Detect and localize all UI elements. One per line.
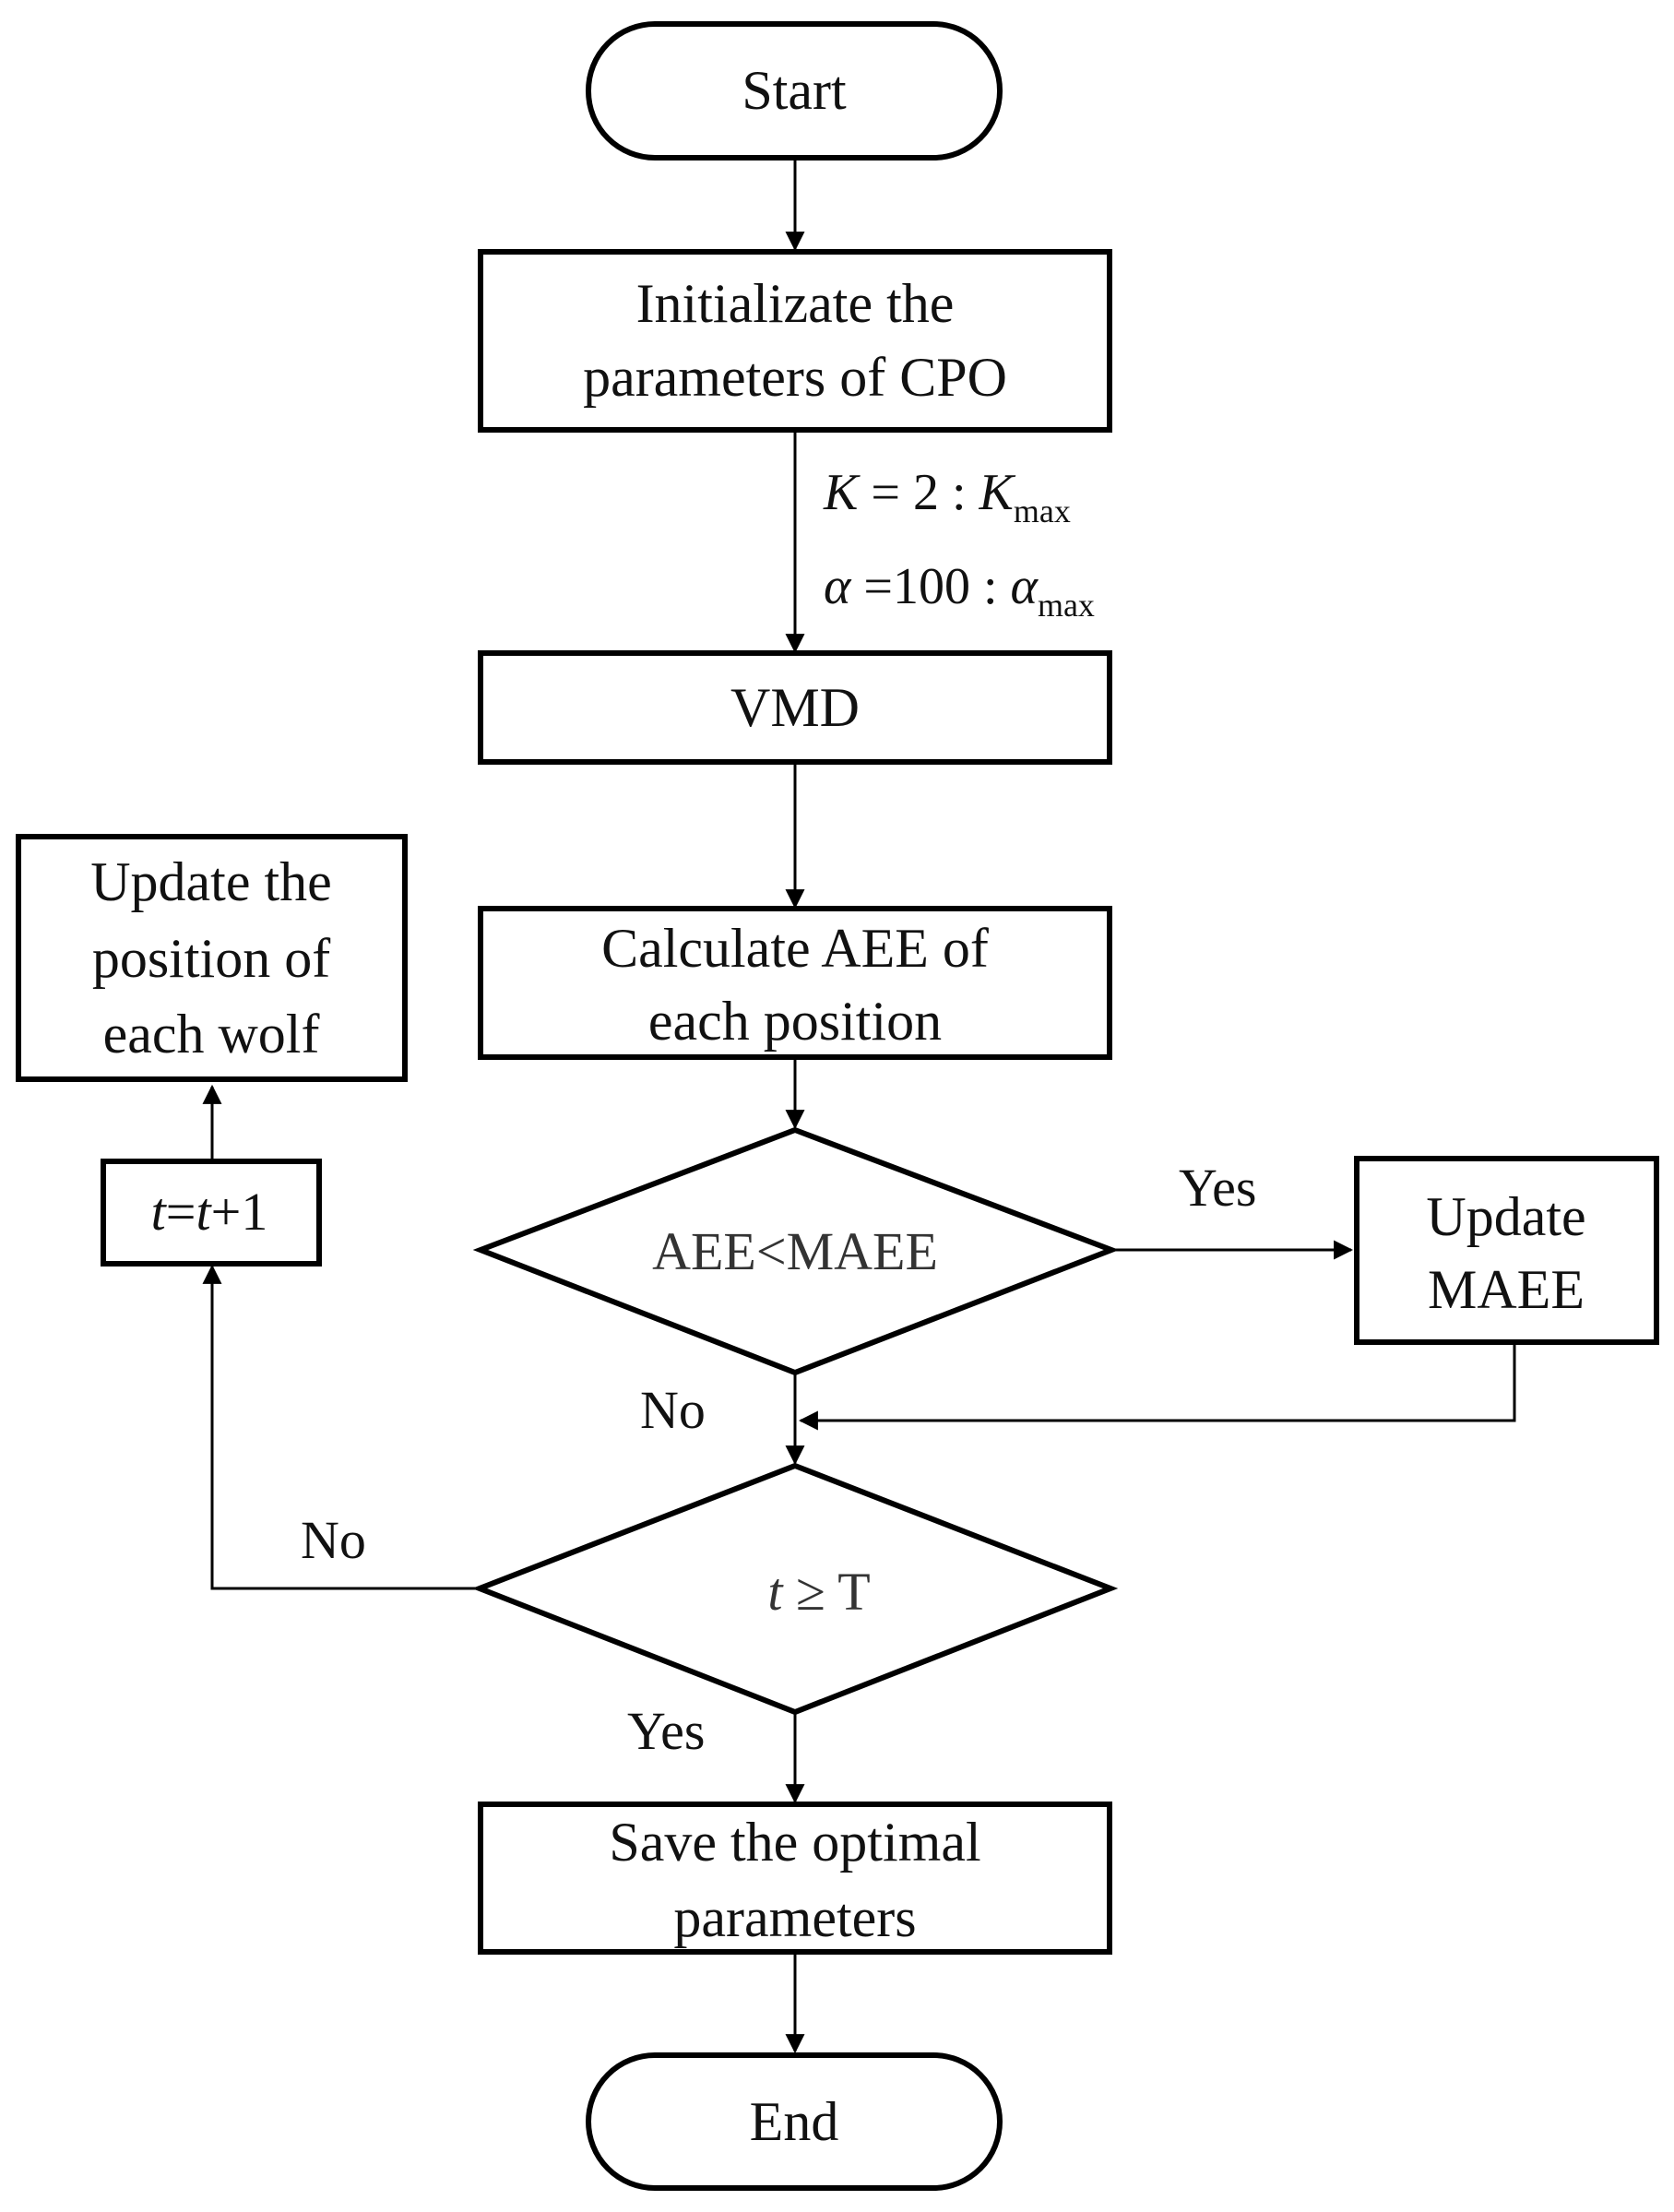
update-maee-label-line2: MAEE bbox=[1428, 1259, 1585, 1320]
increment-node: t=t+1 bbox=[101, 1159, 322, 1267]
vmd-label: VMD bbox=[730, 677, 860, 738]
vmd-node: VMD bbox=[478, 650, 1112, 765]
edge-update-maee-to-merge bbox=[798, 1345, 1516, 1431]
decision-t-ge-T: t ≥ T bbox=[471, 1462, 1119, 1716]
save-label-line1: Save the optimal bbox=[609, 1812, 980, 1873]
start-label: Start bbox=[742, 60, 847, 121]
decision-aee-lt-maee-label: AEE<MAEE bbox=[652, 1221, 938, 1281]
increment-label: t=t+1 bbox=[151, 1182, 268, 1242]
init-node: Initializate the parameters of CPO bbox=[478, 249, 1112, 433]
update-position-node: Update the position of each wolf bbox=[16, 834, 408, 1082]
label-no-aee: No bbox=[640, 1380, 706, 1440]
calc-label-line1: Calculate AEE of bbox=[601, 918, 989, 979]
edge-cond2-no-to-increment bbox=[202, 1264, 480, 1590]
update-position-label-line1: Update the bbox=[90, 851, 332, 912]
end-node: End bbox=[586, 2052, 1003, 2191]
init-label-line2: parameters of CPO bbox=[583, 347, 1007, 408]
calc-label-line2: each position bbox=[648, 991, 942, 1052]
update-maee-label-line1: Update bbox=[1426, 1186, 1585, 1247]
update-maee-node: Update MAEE bbox=[1354, 1156, 1659, 1345]
end-label: End bbox=[750, 2091, 839, 2152]
update-position-label-line3: each wolf bbox=[103, 1004, 320, 1064]
label-yes-aee: Yes bbox=[1179, 1158, 1256, 1218]
update-position-label-line2: position of bbox=[92, 928, 330, 989]
edges bbox=[202, 160, 1516, 2054]
init-label-line1: Initializate the bbox=[636, 273, 955, 334]
label-no-t: No bbox=[301, 1510, 366, 1570]
decision-aee-lt-maee: AEE<MAEE bbox=[472, 1126, 1120, 1376]
param-alpha-range: α =100 : αmax bbox=[824, 558, 1095, 624]
param-k-range: K = 2 : Kmax bbox=[823, 464, 1071, 529]
save-node: Save the optimal parameters bbox=[478, 1802, 1112, 1955]
decision-t-ge-T-label: t ≥ T bbox=[767, 1562, 870, 1622]
calc-node: Calculate AEE of each position bbox=[478, 906, 1112, 1060]
label-yes-t: Yes bbox=[627, 1701, 705, 1761]
start-node: Start bbox=[586, 21, 1003, 161]
save-label-line2: parameters bbox=[673, 1887, 916, 1948]
